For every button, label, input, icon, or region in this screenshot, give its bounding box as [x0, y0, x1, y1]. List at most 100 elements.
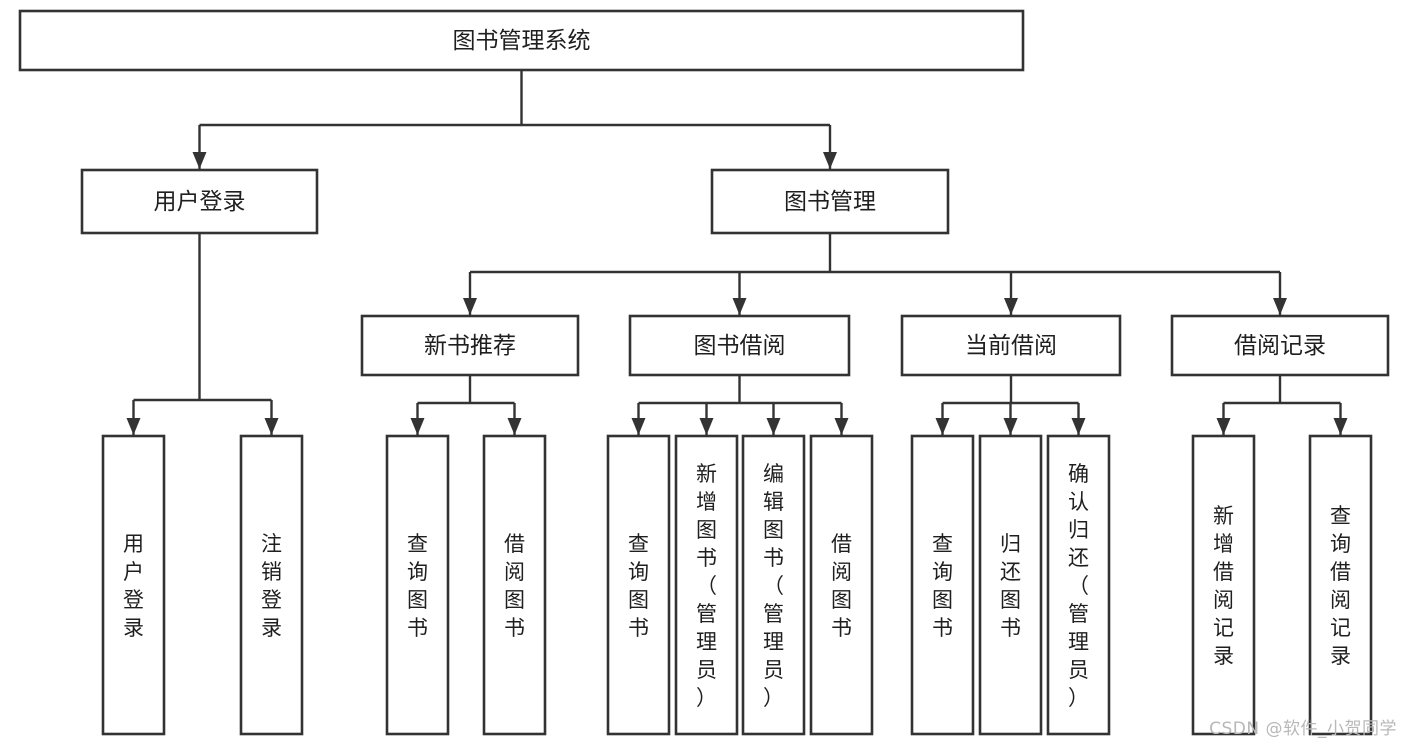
node-leaf-borrow-book-rec-label-char: 借: [504, 532, 525, 556]
node-leaf-user-login-label-char: 户: [123, 560, 144, 584]
node-root-title[interactable]: 图书管理系统: [18, 9, 1025, 72]
node-leaf-add-record-rect: [1191, 434, 1256, 736]
branch-book-borrow-1-arrowhead: [699, 418, 714, 435]
node-leaf-add-book-label-char: ）: [696, 686, 717, 710]
node-leaf-query-book-cur-label-char: 图: [932, 588, 953, 612]
node-leaf-borrow-book-rec-label-char: 书: [504, 616, 525, 640]
node-root-title-rect: [18, 9, 1025, 72]
node-leaf-confirm-return-label-char: ）: [1068, 686, 1089, 710]
node-leaf-add-record-label-char: 借: [1213, 560, 1234, 584]
bookmgmt-to-level3-0-arrowhead: [463, 298, 477, 315]
node-leaf-add-record-label-char: 增: [1213, 532, 1234, 556]
node-leaf-add-book-label-char: 管: [696, 602, 717, 626]
node-leaf-user-login-label-char: 录: [123, 616, 144, 640]
node-leaf-return-book-label-char: 归: [1000, 532, 1021, 556]
node-leaf-query-book-cur-label-char: 书: [932, 616, 953, 640]
node-leaf-edit-book-label-char: ）: [763, 686, 784, 710]
node-leaf-query-book-cur-rect: [910, 434, 975, 736]
node-leaf-query-book-rec-label-char: 查: [407, 532, 428, 556]
node-leaf-add-record-label-char: 记: [1213, 616, 1234, 640]
node-leaf-user-login-label-char: 登: [123, 588, 144, 612]
node-leaf-edit-book-label-char: 管: [763, 602, 784, 626]
node-new-book-recommend-label: 新书推荐: [424, 333, 516, 359]
node-leaf-query-book-cur-label-char: 询: [932, 560, 953, 584]
node-leaf-logout-label-char: 注: [261, 532, 282, 556]
node-leaf-edit-book-label-char: （: [763, 574, 784, 598]
node-leaf-query-book-rec-label-char: 图: [407, 588, 428, 612]
node-leaf-borrow-book-rec-rect: [482, 434, 547, 736]
node-leaf-add-book-label-char: 书: [696, 546, 717, 570]
node-leaf-confirm-return-rect: [1046, 434, 1111, 736]
node-leaf-query-record-label-char: 询: [1330, 532, 1351, 556]
node-leaf-return-book-label-char: 还: [1000, 560, 1021, 584]
node-leaf-add-book-label-char: （: [696, 574, 717, 598]
node-book-management-rect: [710, 168, 950, 235]
node-leaf-borrow-book-rec-label-char: 图: [504, 588, 525, 612]
branch-borrow-record-1-arrowhead: [1333, 418, 1348, 435]
node-user-login-rect: [80, 168, 319, 235]
node-leaf-confirm-return-label-char: 员: [1068, 658, 1089, 682]
node-leaf-confirm-return-label-char: 管: [1068, 602, 1089, 626]
branch-new-book-recommend-0-arrowhead: [410, 418, 425, 435]
node-leaf-query-book-borrow-label-char: 书: [628, 616, 649, 640]
node-leaf-add-record-label-char: 新: [1213, 504, 1234, 528]
node-leaf-borrow-book-label-char: 阅: [831, 560, 852, 584]
node-leaf-confirm-return-label-char: 理: [1068, 630, 1089, 654]
node-leaf-edit-book-label-char: 员: [763, 658, 784, 682]
node-leaf-edit-book-label-char: 书: [763, 546, 784, 570]
node-leaf-borrow-book-rect: [809, 434, 874, 736]
branch-current-borrow-2-arrowhead: [1071, 418, 1086, 435]
node-borrow-record-rect: [1170, 314, 1390, 377]
node-leaf-add-record-label-char: 录: [1213, 644, 1234, 668]
node-borrow-record[interactable]: 借阅记录: [1170, 314, 1390, 377]
root-to-level2-1-arrowhead: [823, 152, 837, 169]
node-leaf-confirm-return-label-char: （: [1068, 574, 1089, 598]
node-leaf-user-login[interactable]: 用户登录: [101, 434, 166, 736]
node-user-login-label: 用户登录: [154, 189, 246, 215]
node-current-borrow-label: 当前借阅: [965, 333, 1057, 359]
node-leaf-query-book-cur-label-char: 查: [932, 532, 953, 556]
node-leaf-add-book-rect: [674, 434, 739, 736]
node-leaf-query-book-borrow-label-char: 查: [628, 532, 649, 556]
node-current-borrow[interactable]: 当前借阅: [900, 314, 1122, 377]
node-leaf-edit-book-rect: [741, 434, 806, 736]
node-leaf-query-record-label-char: 录: [1330, 644, 1351, 668]
node-leaf-return-book-label-char: 书: [1000, 616, 1021, 640]
node-book-borrow[interactable]: 图书借阅: [628, 314, 851, 377]
connectors-layer: [126, 70, 1348, 435]
branch-current-borrow-1-arrowhead: [1003, 418, 1018, 435]
node-leaf-borrow-book-label-char: 书: [831, 616, 852, 640]
node-leaf-query-book-rec-label-char: 书: [407, 616, 428, 640]
node-current-borrow-rect: [900, 314, 1122, 377]
node-new-book-recommend[interactable]: 新书推荐: [360, 314, 580, 377]
node-leaf-query-record-label-char: 查: [1330, 504, 1351, 528]
node-leaf-add-book-label-char: 图: [696, 518, 717, 542]
node-leaf-confirm-return-label-char: 还: [1068, 546, 1089, 570]
node-leaf-confirm-return-label-char: 认: [1068, 490, 1089, 514]
bookmgmt-to-level3-2-arrowhead: [1004, 298, 1018, 315]
node-leaf-borrow-book-label-char: 图: [831, 588, 852, 612]
branch-book-borrow-0-arrowhead: [631, 418, 646, 435]
node-user-login[interactable]: 用户登录: [80, 168, 319, 235]
nodes-layer: 图书管理系统用户登录图书管理新书推荐图书借阅当前借阅借阅记录用户登录注销登录查询…: [18, 9, 1390, 736]
node-book-management[interactable]: 图书管理: [710, 168, 950, 235]
node-leaf-add-book-label-char: 员: [696, 658, 717, 682]
node-leaf-confirm-return-label-char: 归: [1068, 518, 1089, 542]
node-leaf-add-record-label-char: 阅: [1213, 588, 1234, 612]
branch-borrow-record-0-arrowhead: [1216, 418, 1231, 435]
bookmgmt-to-level3-3-arrowhead: [1273, 298, 1287, 315]
node-leaf-logout-label-char: 销: [261, 560, 282, 584]
